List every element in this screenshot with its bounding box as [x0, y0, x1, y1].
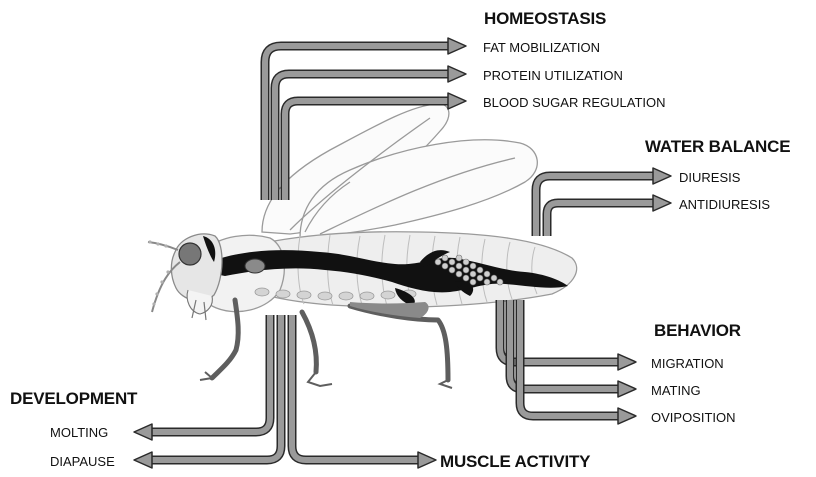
homeostasis-item-3: BLOOD SUGAR REGULATION — [483, 95, 666, 110]
behavior-item-1: MIGRATION — [651, 356, 724, 371]
antenna-segments — [148, 240, 169, 305]
homeostasis-item-1: FAT MOBILIZATION — [483, 40, 600, 55]
water-balance-item-1: DIURESIS — [679, 170, 741, 185]
behavior-item-2: MATING — [651, 383, 701, 398]
arrow-group-development — [134, 315, 281, 468]
insect-head — [171, 234, 222, 301]
development-heading: DEVELOPMENT — [10, 389, 138, 408]
water-balance-heading: WATER BALANCE — [645, 137, 790, 156]
leg-feet — [200, 372, 452, 388]
homeostasis-heading: HOMEOSTASIS — [484, 9, 606, 28]
wing-icon — [262, 104, 537, 238]
water-balance-item-2: ANTIDIURESIS — [679, 197, 770, 212]
homeostasis-item-2: PROTEIN UTILIZATION — [483, 68, 623, 83]
behavior-item-3: OVIPOSITION — [651, 410, 736, 425]
brain-icon — [245, 259, 265, 273]
muscle-activity-heading: MUSCLE ACTIVITY — [440, 452, 591, 471]
development-item-2: DIAPAUSE — [50, 454, 115, 469]
arrow-group-water-balance — [536, 168, 671, 236]
development-item-1: MOLTING — [50, 425, 108, 440]
arrow-group-behavior — [500, 300, 636, 424]
eye-icon — [179, 243, 201, 265]
behavior-heading: BEHAVIOR — [654, 321, 741, 340]
